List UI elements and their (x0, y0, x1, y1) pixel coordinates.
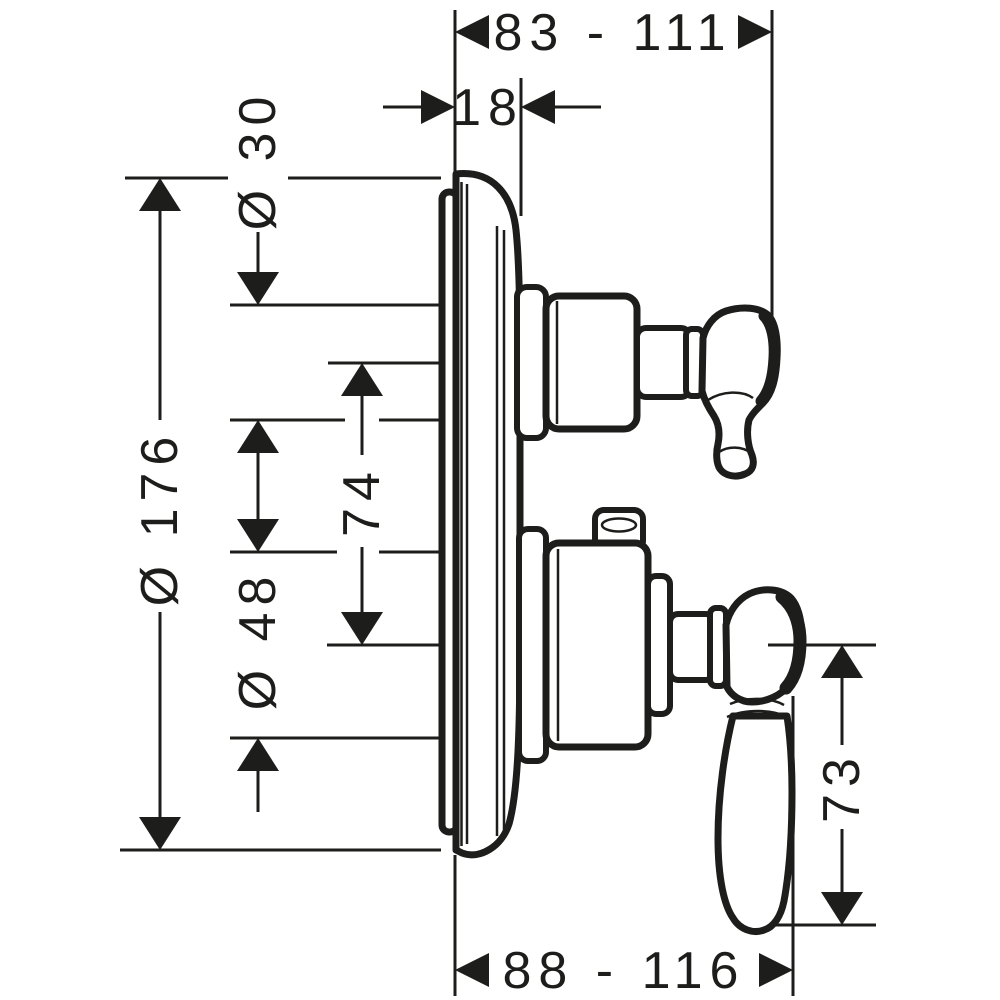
arrow-left (455, 953, 489, 987)
dim-label-bottom-width: 88 - 116 (503, 942, 746, 1000)
escutcheon-plate (438, 170, 524, 859)
dim-label-top-width: 83 - 111 (493, 4, 732, 62)
dim-lower-trim-diameter: Ø 48 (229, 519, 441, 812)
dim-label-handle-spacing: 74 (333, 465, 391, 537)
lower-sleeve-cap (645, 573, 673, 717)
dim-bottom-width: 88 - 116 (453, 696, 795, 1000)
lower-lever-grip (714, 712, 796, 935)
plate-outline (452, 170, 524, 859)
lower-handle-ferrule (726, 709, 788, 719)
lower-valve-trim (516, 507, 807, 935)
arrow-left (521, 90, 555, 124)
arrow-up (139, 178, 181, 211)
arrow-down (341, 612, 383, 645)
arrow-down (237, 272, 279, 305)
arrow-up (341, 363, 383, 396)
arrow-up (237, 738, 279, 771)
lower-handle-end-face (775, 590, 807, 695)
dim-label-upper-trim-diameter: Ø 30 (229, 90, 287, 231)
dim-label-plate-depth: 18 (452, 79, 524, 137)
lower-handle-ferrule (729, 697, 785, 707)
dim-label-plate-diameter: Ø 176 (131, 430, 189, 607)
arrow-down (139, 817, 181, 850)
upper-sleeve (542, 292, 641, 433)
upper-handle-ferrule (707, 391, 754, 402)
dim-handle-spacing: 74 (327, 361, 441, 647)
safety-stop-button-top (600, 517, 638, 533)
dim-plate-diameter: Ø 176 (120, 176, 441, 852)
arrow-up (821, 645, 863, 678)
lower-flange (516, 526, 549, 764)
arrow-right (759, 953, 793, 987)
dim-plate-depth: 18 (383, 78, 601, 216)
dim-upper-trim-diameter: Ø 30 (229, 90, 441, 519)
upper-handle-end-face (755, 310, 780, 407)
dim-label-lower-trim-diameter: Ø 48 (229, 570, 287, 711)
upper-handle-tip-line (718, 446, 752, 455)
arrow-down (821, 892, 863, 925)
product (438, 170, 807, 935)
arrow-down (237, 519, 279, 552)
arrow-left (455, 15, 489, 49)
arrow-up (237, 420, 279, 453)
dimensions: 83 - 111 18 Ø 176 Ø 30 (120, 4, 876, 1000)
upper-flange (514, 284, 549, 441)
arrow-right (738, 15, 772, 49)
dim-top-width: 83 - 111 (453, 4, 774, 316)
dim-label-lever-length: 73 (813, 751, 871, 823)
upper-valve-trim (514, 284, 781, 480)
lower-sleeve (542, 539, 652, 751)
dim-lever-length: 73 (768, 643, 876, 927)
upper-stem (634, 325, 693, 400)
arrow-right (421, 90, 455, 124)
